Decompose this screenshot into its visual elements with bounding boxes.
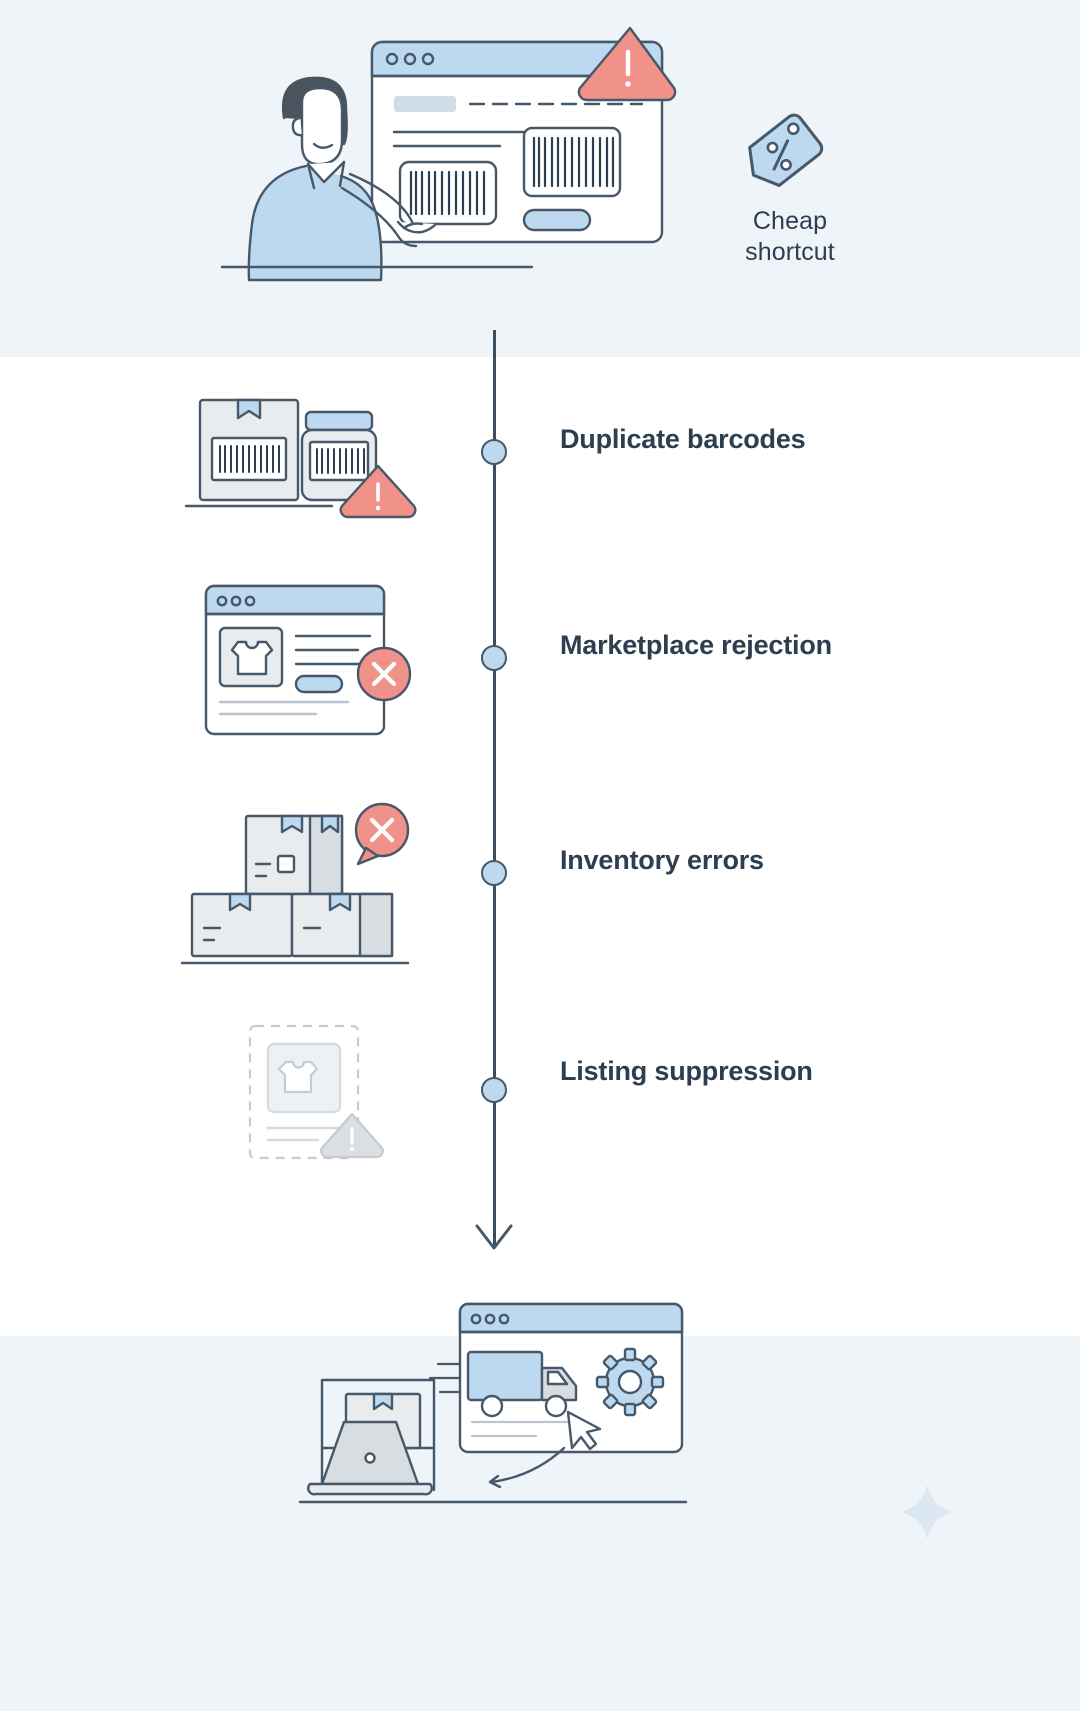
warning-triangle-icon: [577, 26, 677, 102]
inventory-errors-illustration: [178, 798, 418, 965]
muted-warning-triangle-icon: [320, 1112, 384, 1159]
timeline-dot-1[interactable]: [481, 439, 507, 465]
timeline-dot-2[interactable]: [481, 645, 507, 671]
sparkle-decoration-icon: [900, 1485, 954, 1539]
marketplace-rejection-illustration: [198, 578, 428, 743]
hero-illustration: [220, 22, 692, 292]
timeline-band: [0, 357, 1080, 1336]
footer-illustration: [298, 1290, 720, 1520]
listing-suppression-illustration: [242, 1018, 392, 1173]
timeline-label-1: Duplicate barcodes: [560, 424, 806, 454]
warning-triangle-icon: [339, 464, 417, 519]
error-circle-x-icon: [356, 646, 412, 702]
error-speech-bubble-x-icon: [354, 802, 410, 866]
timeline-label-2: Marketplace rejection: [560, 630, 832, 660]
timeline-dot-3[interactable]: [481, 860, 507, 886]
duplicate-barcodes-illustration: [182, 382, 432, 522]
timeline-arrow-down-icon: [475, 1224, 513, 1250]
timeline-spine: [493, 330, 496, 1248]
tag-label-line-2: shortcut: [745, 237, 835, 266]
price-tag-percent-icon: [748, 113, 824, 187]
timeline-label-3: Inventory errors: [560, 845, 764, 875]
timeline-dot-4[interactable]: [481, 1077, 507, 1103]
cheap-shortcut-tag: Cheap shortcut: [690, 96, 890, 267]
timeline-label-4: Listing suppression: [560, 1056, 813, 1086]
tag-label-line-1: Cheap: [752, 207, 828, 235]
